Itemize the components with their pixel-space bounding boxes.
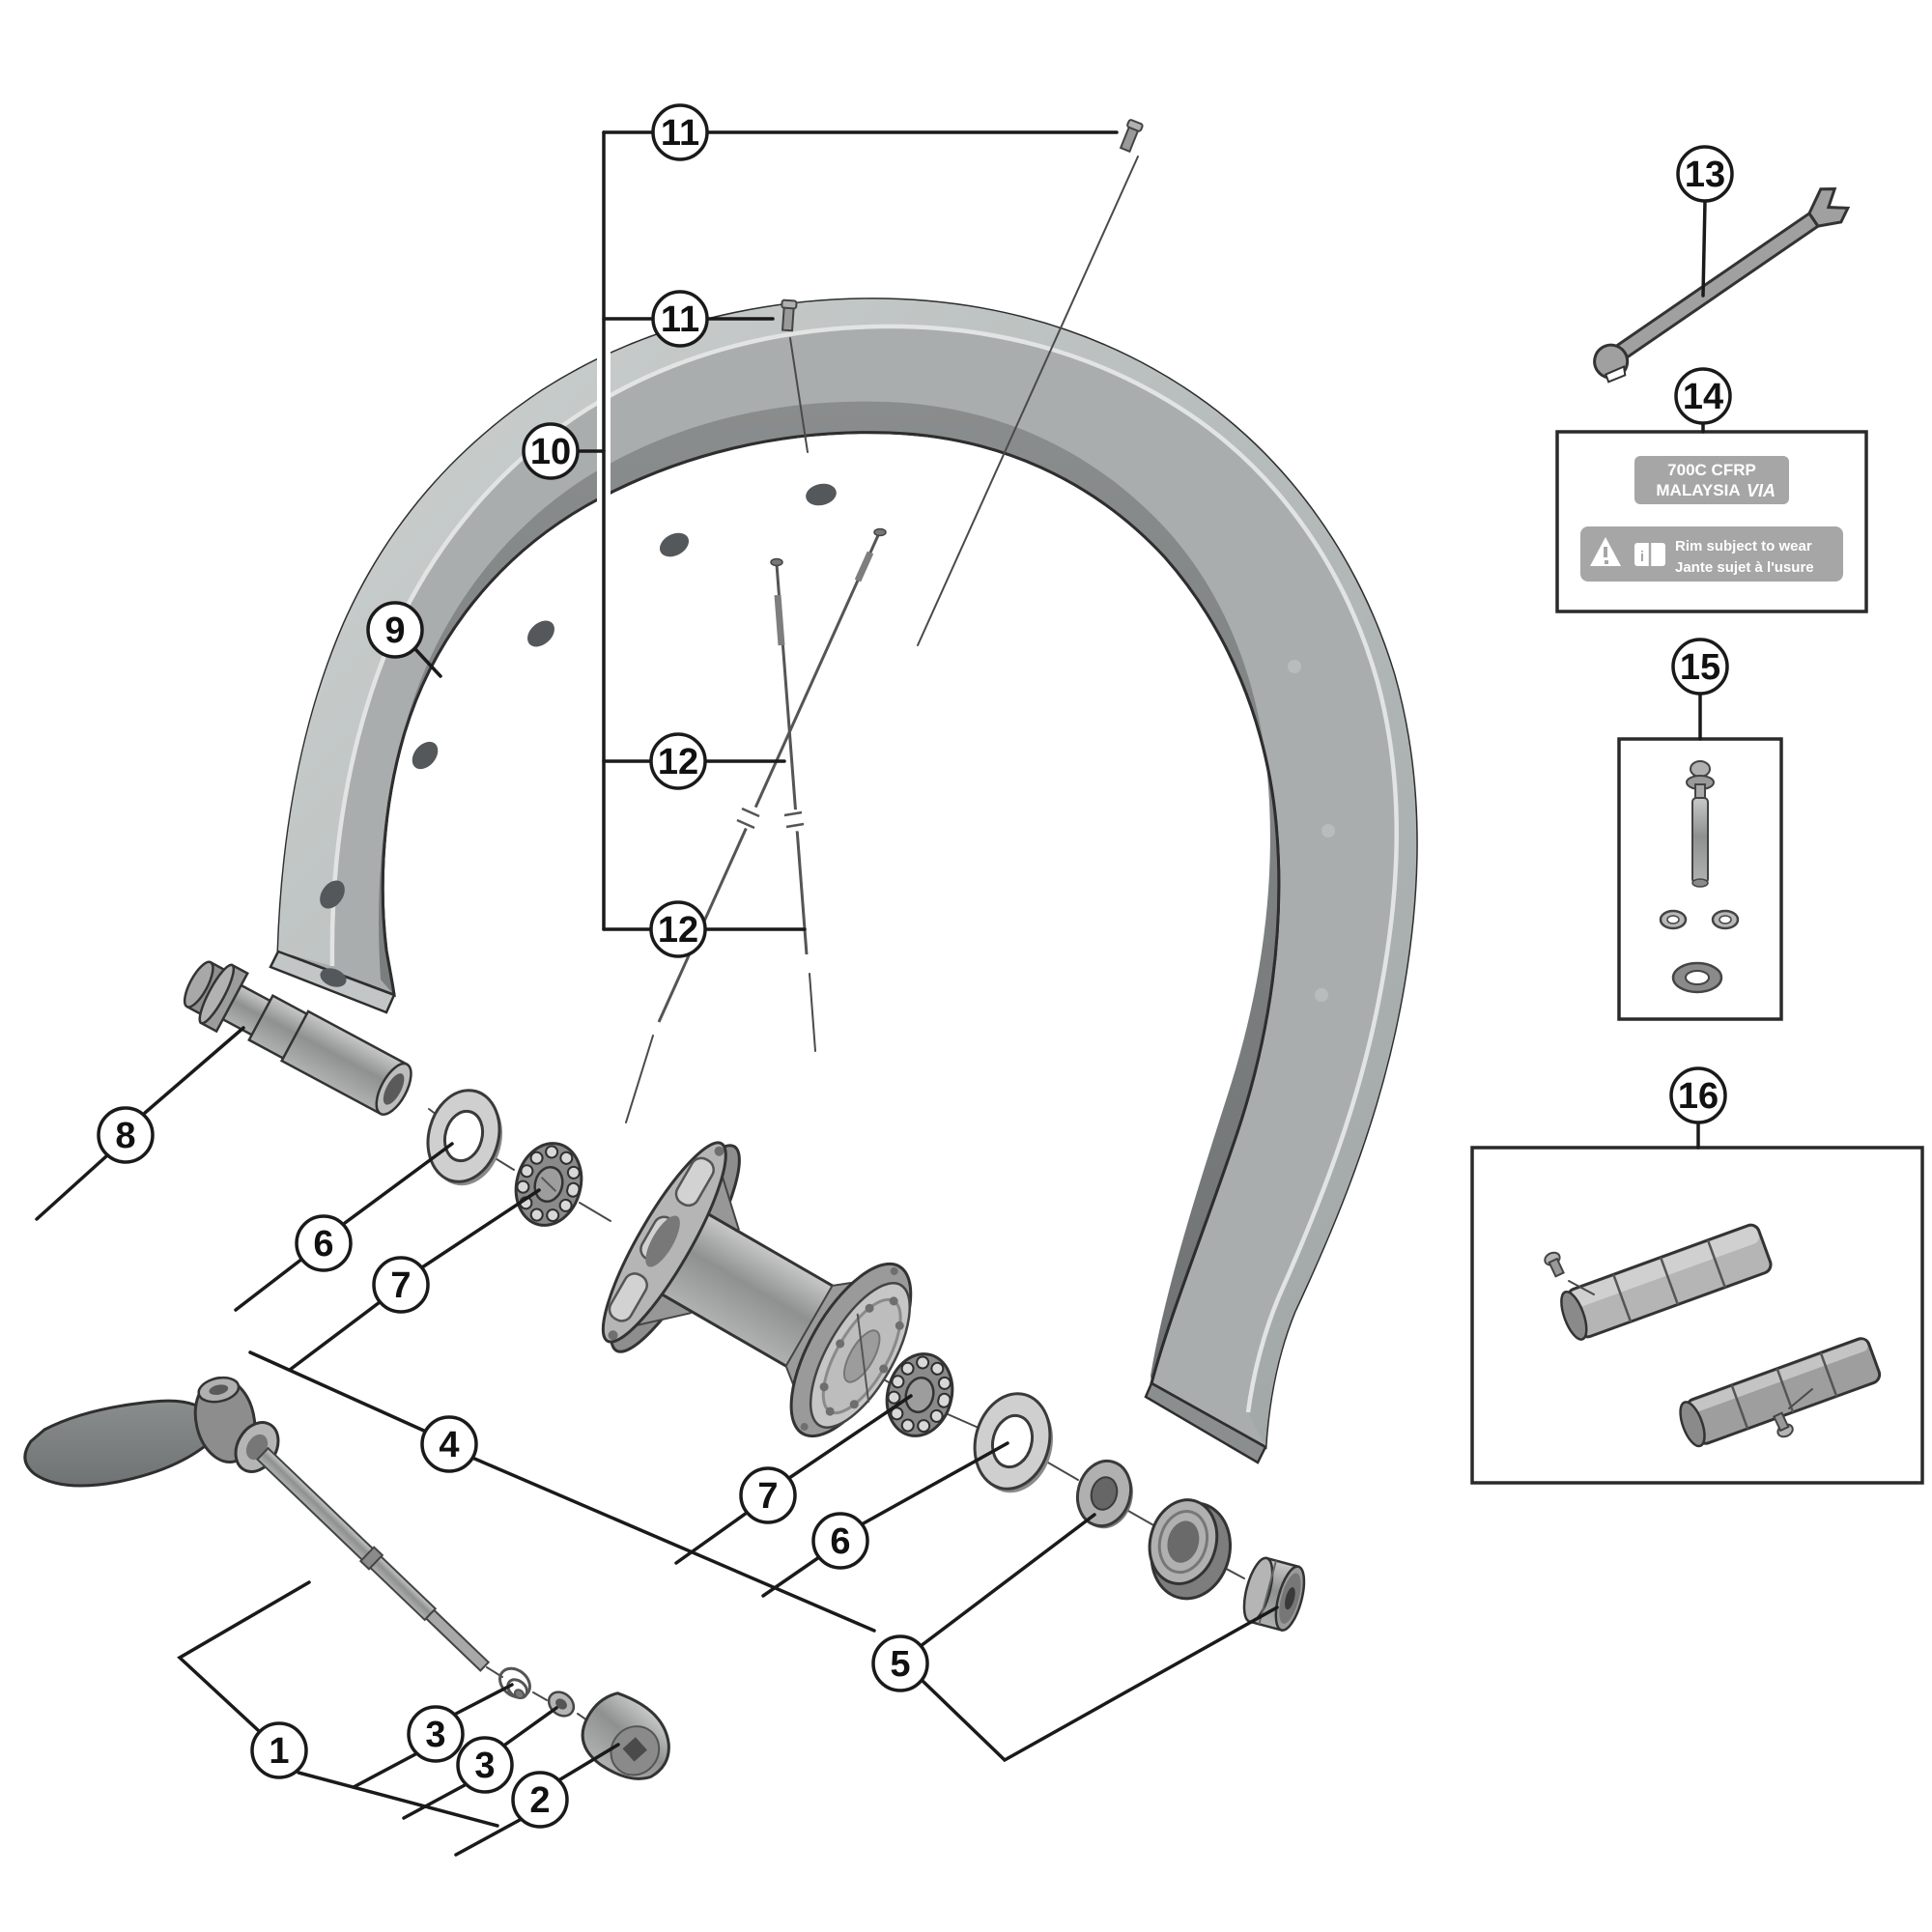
hub-bolt-circle: [819, 1296, 904, 1416]
svg-text:6: 6: [830, 1521, 850, 1562]
qr-spring-small: [547, 1690, 576, 1718]
ball-bearing-retainer-left: [514, 1142, 583, 1227]
qr-end-nut: [581, 1691, 670, 1780]
callout-1: 1: [250, 1721, 308, 1779]
manual-book-icon: i: [1634, 543, 1665, 566]
callout-lines: [35, 130, 1707, 1857]
qr-rod: [256, 1446, 491, 1672]
carbon-rim: [269, 298, 1418, 1464]
callout-15: 15: [1671, 638, 1729, 696]
rim-wear-warning-label: [1580, 526, 1843, 582]
callout-7-left: 7: [372, 1256, 430, 1314]
svg-text:6: 6: [313, 1224, 333, 1264]
wear-warning-line1: Rim subject to wear: [1675, 538, 1812, 554]
spoke-shallow: [625, 527, 887, 1123]
rim-inner-edge-line: [381, 431, 1281, 1384]
valve-extender: [1686, 760, 1715, 888]
rim-spec-label: [1634, 456, 1789, 504]
callout-12-lower: 12: [649, 900, 707, 958]
svg-text:1: 1: [269, 1731, 289, 1772]
callout-circles: 11 11 10 9 12 12 13 14 15 16 8 6 7 4 7 6…: [97, 103, 1734, 1829]
axle-end-cap: [1242, 1556, 1306, 1633]
callout-5: 5: [871, 1634, 929, 1692]
callout-12-upper: 12: [649, 732, 707, 790]
ball-bearing-retainer-right: [885, 1352, 954, 1437]
svg-text:i: i: [1640, 549, 1644, 565]
svg-text:14: 14: [1683, 377, 1723, 417]
callout-11-top: 11: [651, 103, 709, 161]
callout-2: 2: [511, 1771, 569, 1829]
lock-ring: [1148, 1498, 1233, 1601]
rim-spoke-holes: [320, 483, 837, 987]
pad-fixing-screw-upper: [1544, 1251, 1565, 1278]
valve-nuts: [1659, 909, 1740, 930]
callout-13: 13: [1676, 145, 1734, 203]
valve-o-ring: [1671, 961, 1723, 994]
callout-7-right: 7: [739, 1466, 797, 1524]
hub-shell: [601, 1141, 913, 1438]
callout-11-mid: 11: [651, 290, 709, 348]
rim-track-edge-line: [329, 324, 1399, 1413]
valve-extender-kit-box: [1617, 737, 1783, 1021]
qr-lever-blade: [23, 1399, 216, 1488]
cone-nut: [1075, 1459, 1133, 1529]
callout-6-right: 6: [811, 1512, 869, 1570]
callout-6-left: 6: [295, 1214, 353, 1272]
svg-text:12: 12: [658, 742, 698, 782]
brake-pad-set-box: [1470, 1146, 1924, 1485]
seal-washer-left: [426, 1089, 503, 1186]
svg-text:7: 7: [390, 1265, 411, 1306]
callout-4: 4: [420, 1415, 478, 1473]
svg-text:11: 11: [661, 299, 699, 340]
svg-text:11: 11: [661, 113, 699, 154]
svg-text:9: 9: [384, 611, 405, 651]
callout-3-second: 3: [456, 1736, 514, 1794]
brake-pad-lower: [1679, 1337, 1882, 1448]
svg-text:3: 3: [425, 1715, 445, 1755]
quick-release-skewer: [23, 1376, 670, 1780]
brake-pad-upper: [1560, 1223, 1773, 1341]
callout-14: 14: [1674, 367, 1732, 425]
rim-spoke-holes-right: [1288, 660, 1335, 1002]
svg-text:8: 8: [115, 1116, 135, 1156]
svg-text:15: 15: [1680, 647, 1720, 688]
svg-text:4: 4: [439, 1425, 459, 1465]
callout-16: 16: [1669, 1066, 1727, 1124]
spokes: [625, 527, 887, 1123]
spoke-steep: [770, 557, 816, 1052]
svg-text:3: 3: [474, 1746, 495, 1786]
rim-inner-lip: [379, 401, 1279, 1383]
callout-8: 8: [97, 1106, 155, 1164]
warning-exclamation-dot: [1605, 560, 1608, 564]
front-hub-axle: [183, 960, 412, 1116]
svg-text:5: 5: [890, 1644, 910, 1685]
spoke-nipple-mid: [781, 298, 798, 332]
warning-exclamation: [1604, 547, 1607, 557]
via-logo: VIA: [1747, 481, 1776, 500]
rim-label-kit-box: 700C CFRP MALAYSIA VIA i Rim subject to …: [1555, 430, 1868, 613]
rim-spec-line1: 700C CFRP: [1667, 461, 1756, 479]
rim-cut-face-right: [1144, 1381, 1267, 1464]
svg-text:10: 10: [530, 432, 571, 472]
wear-warning-line2: Jante sujet à l'usure: [1675, 559, 1814, 576]
seal-washer-right: [973, 1392, 1054, 1493]
svg-text:16: 16: [1678, 1076, 1719, 1117]
spoke-nipple-top: [1119, 119, 1144, 154]
pad-fixing-screw-lower: [1773, 1411, 1794, 1438]
callout-9: 9: [366, 601, 424, 659]
callout-10: 10: [522, 422, 580, 480]
qr-spring: [498, 1666, 531, 1700]
rim-spec-line2: MALAYSIA: [1656, 481, 1740, 499]
spoke-wrench: [1593, 187, 1851, 384]
svg-text:12: 12: [658, 910, 698, 951]
svg-text:13: 13: [1685, 155, 1725, 195]
svg-text:7: 7: [757, 1476, 778, 1517]
svg-text:2: 2: [529, 1780, 550, 1821]
callout-3-first: 3: [407, 1705, 465, 1763]
